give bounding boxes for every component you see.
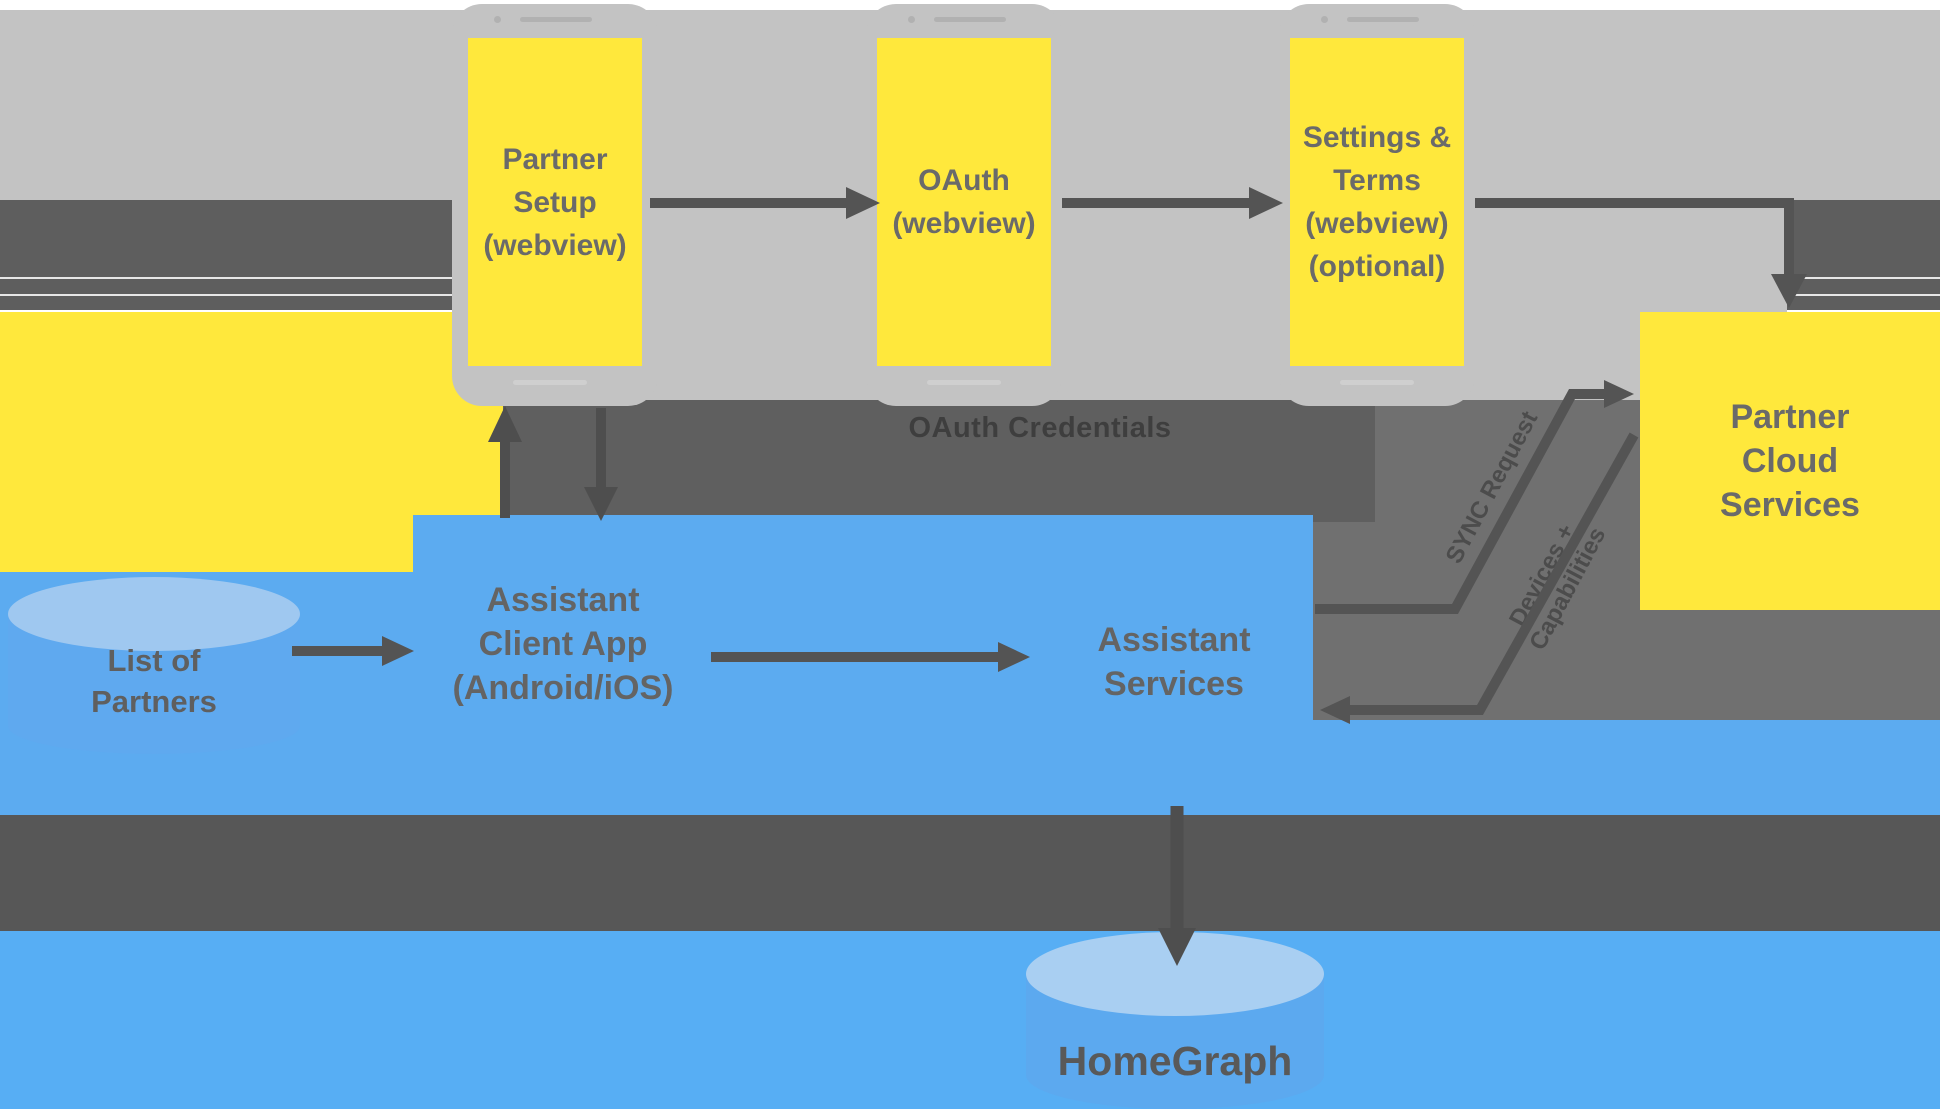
phone-partner-setup: Partner Setup (webview) (452, 4, 658, 406)
phone-speaker-icon (520, 17, 592, 22)
phone-oauth: OAuth (webview) (866, 4, 1062, 406)
list-of-partners-label: List of Partners (91, 643, 217, 719)
settings-terms-screen: Settings & Terms (webview) (optional) (1290, 38, 1464, 366)
assistant-blue-box (413, 515, 1313, 815)
partner-cloud-services-label: Partner Cloud Services (1720, 398, 1860, 524)
homegraph-label: HomeGraph (1057, 1038, 1293, 1084)
phone-camera-icon (908, 16, 915, 23)
bottom-dark-band (0, 815, 1940, 931)
oauth-label: OAuth (webview) (892, 164, 1036, 240)
list-of-partners-cylinder-top (8, 577, 300, 651)
phone-settings-terms: Settings & Terms (webview) (optional) (1279, 4, 1475, 406)
phones-panel (460, 10, 1787, 400)
phone-speaker-icon (1347, 17, 1419, 22)
oauth-credentials-label: OAuth Credentials (908, 412, 1172, 444)
assistant-services-label: Assistant Services (1097, 621, 1251, 703)
assistant-blue-band-right (1313, 720, 1940, 815)
settings-terms-label: Settings & Terms (webview) (optional) (1302, 121, 1452, 283)
partner-setup-label: Partner Setup (webview) (483, 142, 627, 262)
phone-home-slot-icon (1340, 380, 1414, 385)
bottom-blue-band (0, 931, 1940, 1109)
phone-speaker-icon (934, 17, 1006, 22)
oauth-screen: OAuth (webview) (877, 38, 1051, 366)
partner-cloud-services-box: Partner Cloud Services (1640, 312, 1940, 610)
assistant-client-app-label: Assistant Client App (Android/iOS) (452, 581, 674, 707)
phone-home-slot-icon (513, 380, 587, 385)
phone-camera-icon (494, 16, 501, 23)
phone-home-slot-icon (927, 380, 1001, 385)
partner-setup-screen: Partner Setup (webview) (468, 38, 642, 366)
oauth-credentials-band (500, 400, 1375, 522)
phone-camera-icon (1321, 16, 1328, 23)
homegraph-cylinder-top (1026, 932, 1324, 1016)
